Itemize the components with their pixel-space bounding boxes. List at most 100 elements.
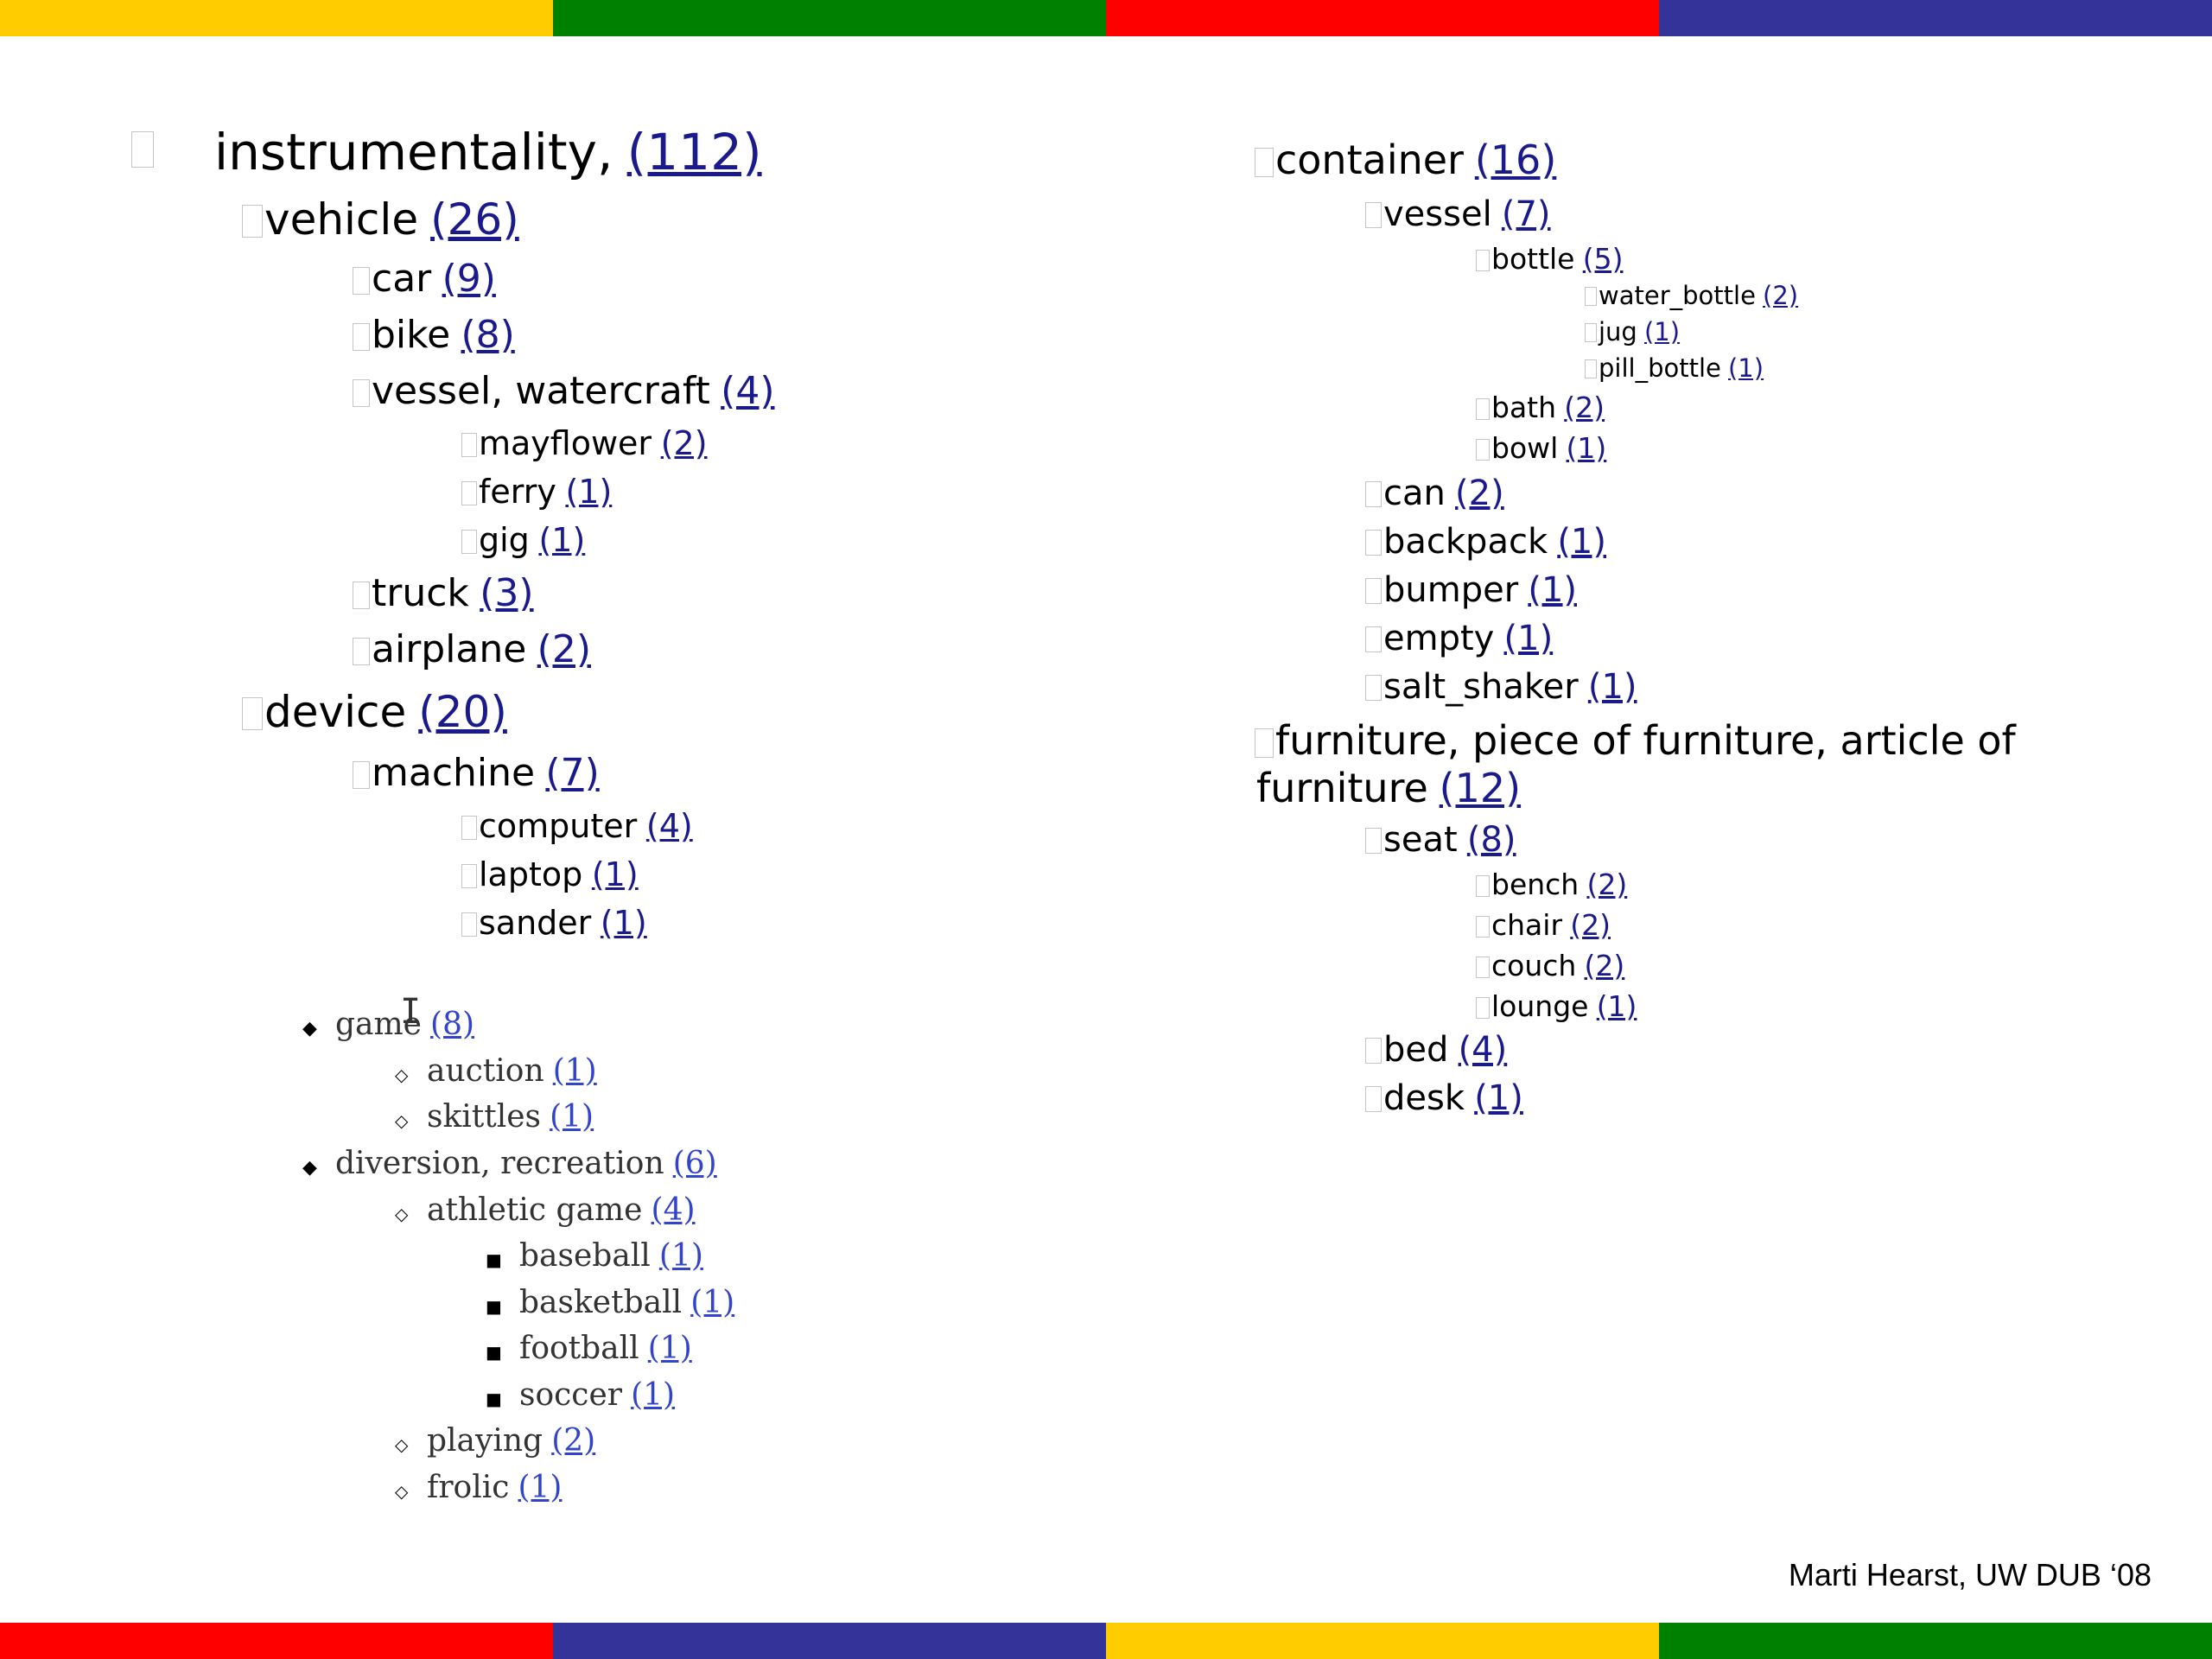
count-link[interactable]: (2) (1584, 949, 1625, 982)
count-link[interactable]: (5) (1582, 242, 1624, 276)
count-link[interactable]: (12) (1439, 765, 1522, 811)
node-label: water_bottle (1599, 281, 1756, 310)
checkbox-icon[interactable] (461, 433, 477, 458)
count-link[interactable]: (16) (1474, 137, 1557, 183)
count-link[interactable]: (1) (591, 855, 639, 893)
checkbox-icon[interactable] (131, 131, 154, 168)
checkbox-icon[interactable] (353, 322, 370, 351)
count-link[interactable]: (1) (538, 521, 586, 559)
list-item-football: football(1) (519, 1331, 692, 1366)
checkbox-icon[interactable] (242, 205, 263, 238)
checkbox-icon[interactable] (1255, 728, 1274, 758)
count-link[interactable]: (1) (565, 473, 613, 511)
checkbox-icon[interactable] (1365, 530, 1382, 556)
count-link[interactable]: (1) (1727, 353, 1764, 383)
count-link[interactable]: (9) (442, 257, 496, 301)
item-label: athletic game (427, 1192, 643, 1228)
count-link[interactable]: (1) (631, 1377, 676, 1413)
count-link[interactable]: (1) (1503, 619, 1554, 658)
count-link[interactable]: (1) (1474, 1078, 1523, 1118)
count-link[interactable]: (7) (1501, 194, 1551, 234)
count-link[interactable]: (2) (1586, 868, 1628, 901)
count-link[interactable]: (1) (550, 1099, 594, 1135)
count-link[interactable]: (2) (1455, 474, 1504, 513)
tree-node-pill-bottle: pill_bottle(1) (1585, 353, 1764, 383)
count-link[interactable]: (2) (660, 424, 708, 462)
checkbox-icon[interactable] (353, 760, 370, 789)
checkbox-icon[interactable] (1476, 996, 1490, 1019)
checkbox-icon[interactable] (1476, 249, 1490, 271)
count-link[interactable]: (1) (600, 904, 647, 942)
item-label: football (519, 1331, 639, 1366)
node-label: bottle (1491, 242, 1575, 276)
count-link[interactable]: (1) (1643, 317, 1681, 346)
count-link[interactable]: (112) (626, 123, 762, 181)
tree-node-laptop: laptop(1) (461, 855, 639, 893)
node-label: desk (1383, 1078, 1465, 1118)
checkbox-icon[interactable] (1476, 397, 1490, 420)
count-link[interactable]: (20) (418, 687, 507, 737)
checkbox-icon[interactable] (1365, 626, 1382, 653)
checkbox-icon[interactable] (1365, 675, 1382, 702)
tree-node-container: container(16) (1255, 137, 1556, 183)
node-label: couch (1491, 949, 1577, 982)
count-link[interactable]: (4) (651, 1192, 696, 1228)
checkbox-icon[interactable] (242, 697, 263, 730)
count-link[interactable]: (2) (1763, 281, 1799, 310)
count-link[interactable]: (1) (518, 1470, 563, 1505)
checkbox-icon[interactable] (461, 912, 477, 938)
node-label: gig (479, 521, 530, 559)
checkbox-icon[interactable] (461, 530, 477, 555)
count-link[interactable]: (26) (430, 194, 519, 245)
checkbox-icon[interactable] (1585, 359, 1597, 379)
count-link[interactable]: (8) (1466, 820, 1516, 860)
checkbox-icon[interactable] (1476, 874, 1490, 897)
count-link[interactable]: (4) (1458, 1030, 1508, 1070)
tree-node-chair: chair(2) (1476, 908, 1611, 942)
count-link[interactable]: (2) (551, 1423, 596, 1459)
count-link[interactable]: (1) (647, 1331, 692, 1366)
checkbox-icon[interactable] (1365, 202, 1382, 229)
checkbox-icon[interactable] (353, 637, 370, 665)
count-link[interactable]: (2) (1570, 908, 1611, 942)
checkbox-icon[interactable] (1585, 287, 1597, 307)
open-diamond-bullet-icon: ◇ (395, 1481, 409, 1502)
count-link[interactable]: (4) (645, 807, 693, 845)
count-link[interactable]: (4) (721, 369, 775, 413)
count-link[interactable]: (1) (552, 1053, 597, 1089)
count-link[interactable]: (1) (658, 1238, 703, 1274)
checkbox-icon[interactable] (1476, 956, 1490, 978)
checkbox-icon[interactable] (1255, 147, 1274, 177)
count-link[interactable]: (2) (1564, 391, 1605, 424)
filled-diamond-bullet-icon: ◆ (302, 1018, 317, 1039)
checkbox-icon[interactable] (1476, 438, 1490, 461)
item-label: auction (427, 1053, 544, 1089)
node-label: lounge (1491, 989, 1589, 1023)
checkbox-icon[interactable] (353, 266, 370, 295)
count-link[interactable]: (1) (1528, 570, 1578, 610)
count-link[interactable]: (7) (545, 751, 600, 795)
checkbox-icon[interactable] (461, 816, 477, 841)
checkbox-icon[interactable] (1365, 1086, 1382, 1113)
checkbox-icon[interactable] (1585, 323, 1597, 343)
count-link[interactable]: (2) (537, 627, 591, 671)
count-link[interactable]: (1) (1566, 431, 1607, 465)
count-link[interactable]: (8) (461, 313, 515, 357)
count-link[interactable]: (1) (690, 1285, 735, 1320)
count-link[interactable]: (8) (430, 1007, 475, 1042)
bottom-bar-segment (553, 1623, 1106, 1659)
count-link[interactable]: (1) (1587, 667, 1637, 707)
checkbox-icon[interactable] (353, 581, 370, 609)
checkbox-icon[interactable] (461, 864, 477, 889)
count-link[interactable]: (3) (480, 571, 534, 615)
checkbox-icon[interactable] (1365, 828, 1382, 855)
checkbox-icon[interactable] (461, 481, 477, 506)
count-link[interactable]: (6) (672, 1146, 717, 1181)
checkbox-icon[interactable] (1476, 915, 1490, 938)
count-link[interactable]: (1) (1557, 522, 1606, 562)
checkbox-icon[interactable] (1365, 578, 1382, 605)
checkbox-icon[interactable] (1365, 481, 1382, 508)
checkbox-icon[interactable] (1365, 1038, 1382, 1065)
checkbox-icon[interactable] (353, 378, 370, 407)
count-link[interactable]: (1) (1596, 989, 1637, 1023)
